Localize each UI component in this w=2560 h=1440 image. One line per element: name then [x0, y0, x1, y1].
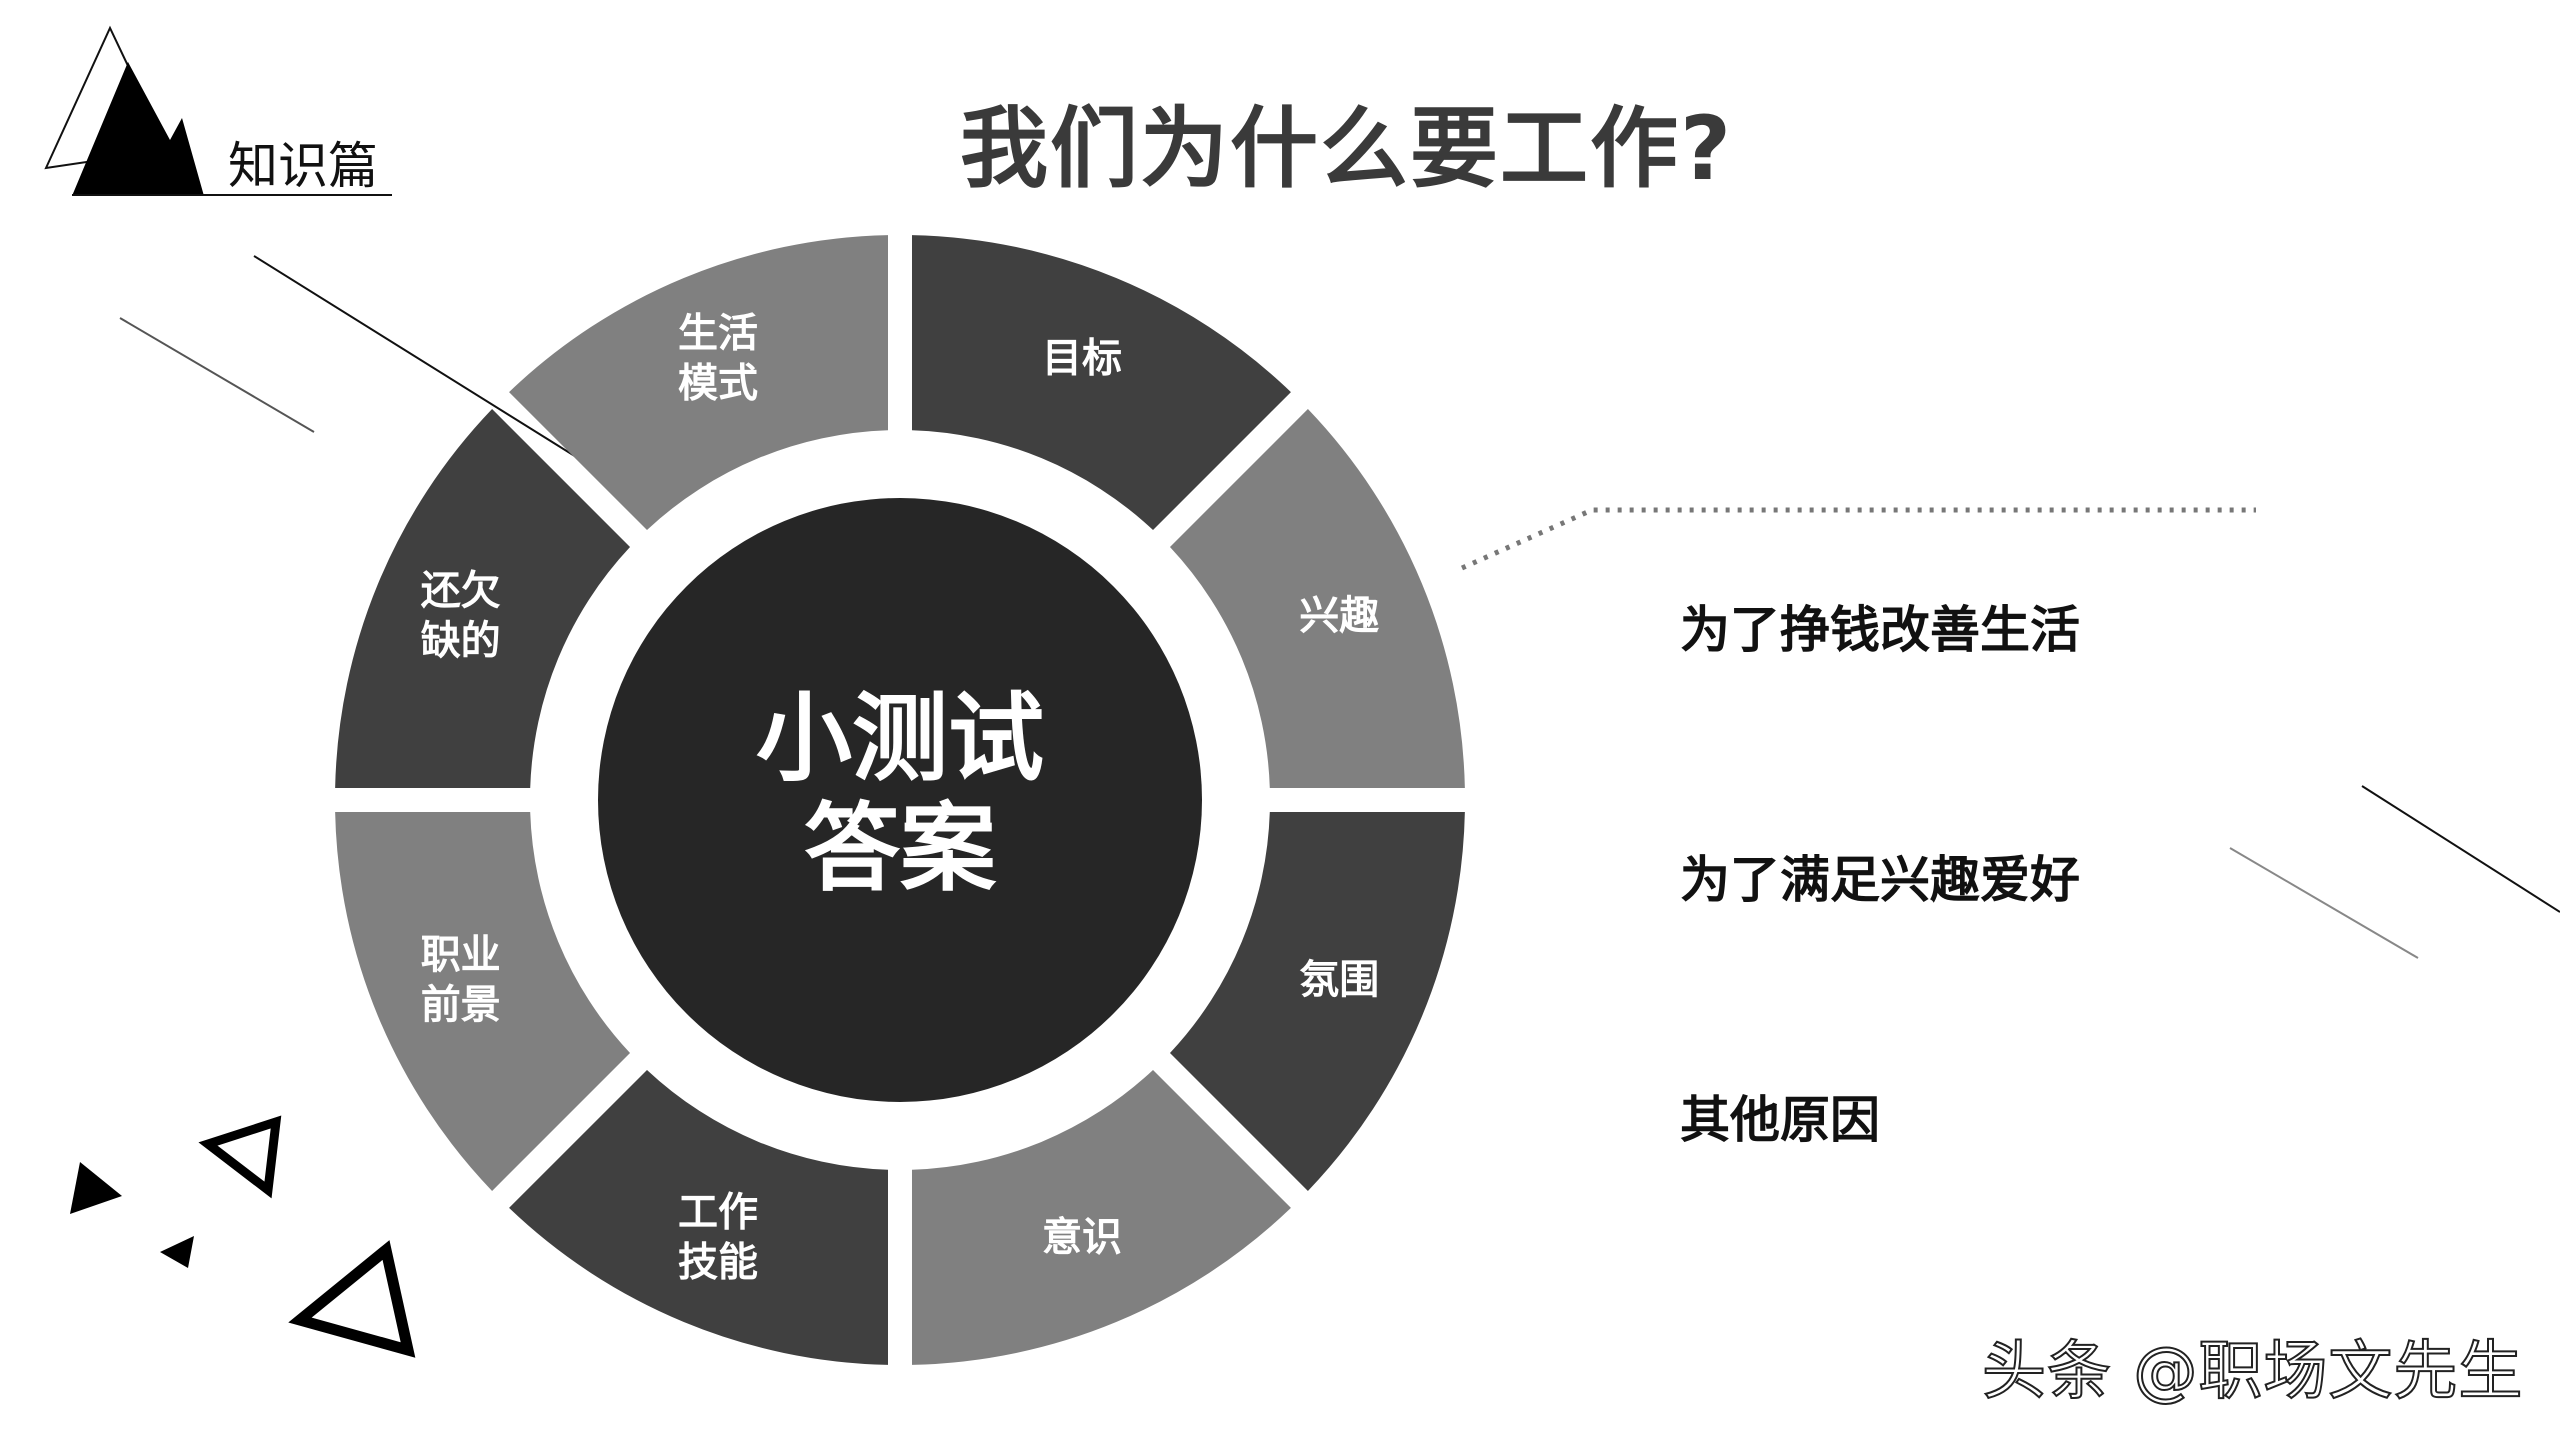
wheel-segment-6 — [335, 811, 631, 1191]
wheel-segment-4 — [911, 1069, 1291, 1365]
mountain-logo — [44, 25, 392, 196]
answer-1: 为了挣钱改善生活 — [1680, 601, 2080, 659]
wheel-segment-7-label-line-1: 还欠 — [421, 568, 501, 614]
answer-2: 为了满足兴趣爱好 — [1680, 851, 2080, 909]
wheel-segment-5 — [509, 1069, 889, 1365]
wheel-segment-1-label-line-1: 目标 — [1042, 336, 1122, 382]
wheel-segment-8-label-line-1: 生活 — [678, 311, 758, 357]
wheel-segment-6-label-line-1: 职业 — [421, 932, 501, 978]
wheel-segment-7-label-line-2: 缺的 — [421, 618, 501, 664]
wheel-segment-2-label-line-1: 兴趣 — [1299, 593, 1379, 639]
wheel-segment-5-label-line-1: 工作 — [678, 1189, 758, 1235]
wheel-segments — [335, 235, 1465, 1365]
wheel-segment-6-label-line-2: 前景 — [421, 982, 501, 1028]
page-title: 我们为什么要工作? — [960, 97, 1734, 200]
wheel-segment-5-label-line-2: 技能 — [678, 1239, 758, 1285]
wheel-segment-4-label-line-1: 意识 — [1042, 1214, 1122, 1260]
wheel-segment-7 — [335, 409, 631, 789]
wheel-center-circle — [598, 498, 1202, 1102]
center-text-line-1: 小测试 — [756, 682, 1044, 794]
decorative-lines — [119, 255, 2560, 959]
wheel-segment-3-label-line-1: 氛围 — [1299, 957, 1379, 1003]
section-label: 知识篇 — [228, 137, 378, 195]
wheel-segment-8 — [509, 235, 889, 531]
center-text-line-2: 答案 — [804, 792, 997, 904]
wheel-segment-8-label-line-2: 模式 — [678, 361, 758, 407]
decorative-triangles — [70, 1115, 416, 1358]
watermark: 头条 @职场文先生 — [1981, 1334, 2524, 1410]
answer-3: 其他原因 — [1680, 1091, 1880, 1149]
wheel-segment-1 — [911, 235, 1291, 531]
wheel-segment-2 — [1169, 409, 1465, 789]
wheel-segment-3 — [1169, 811, 1465, 1191]
